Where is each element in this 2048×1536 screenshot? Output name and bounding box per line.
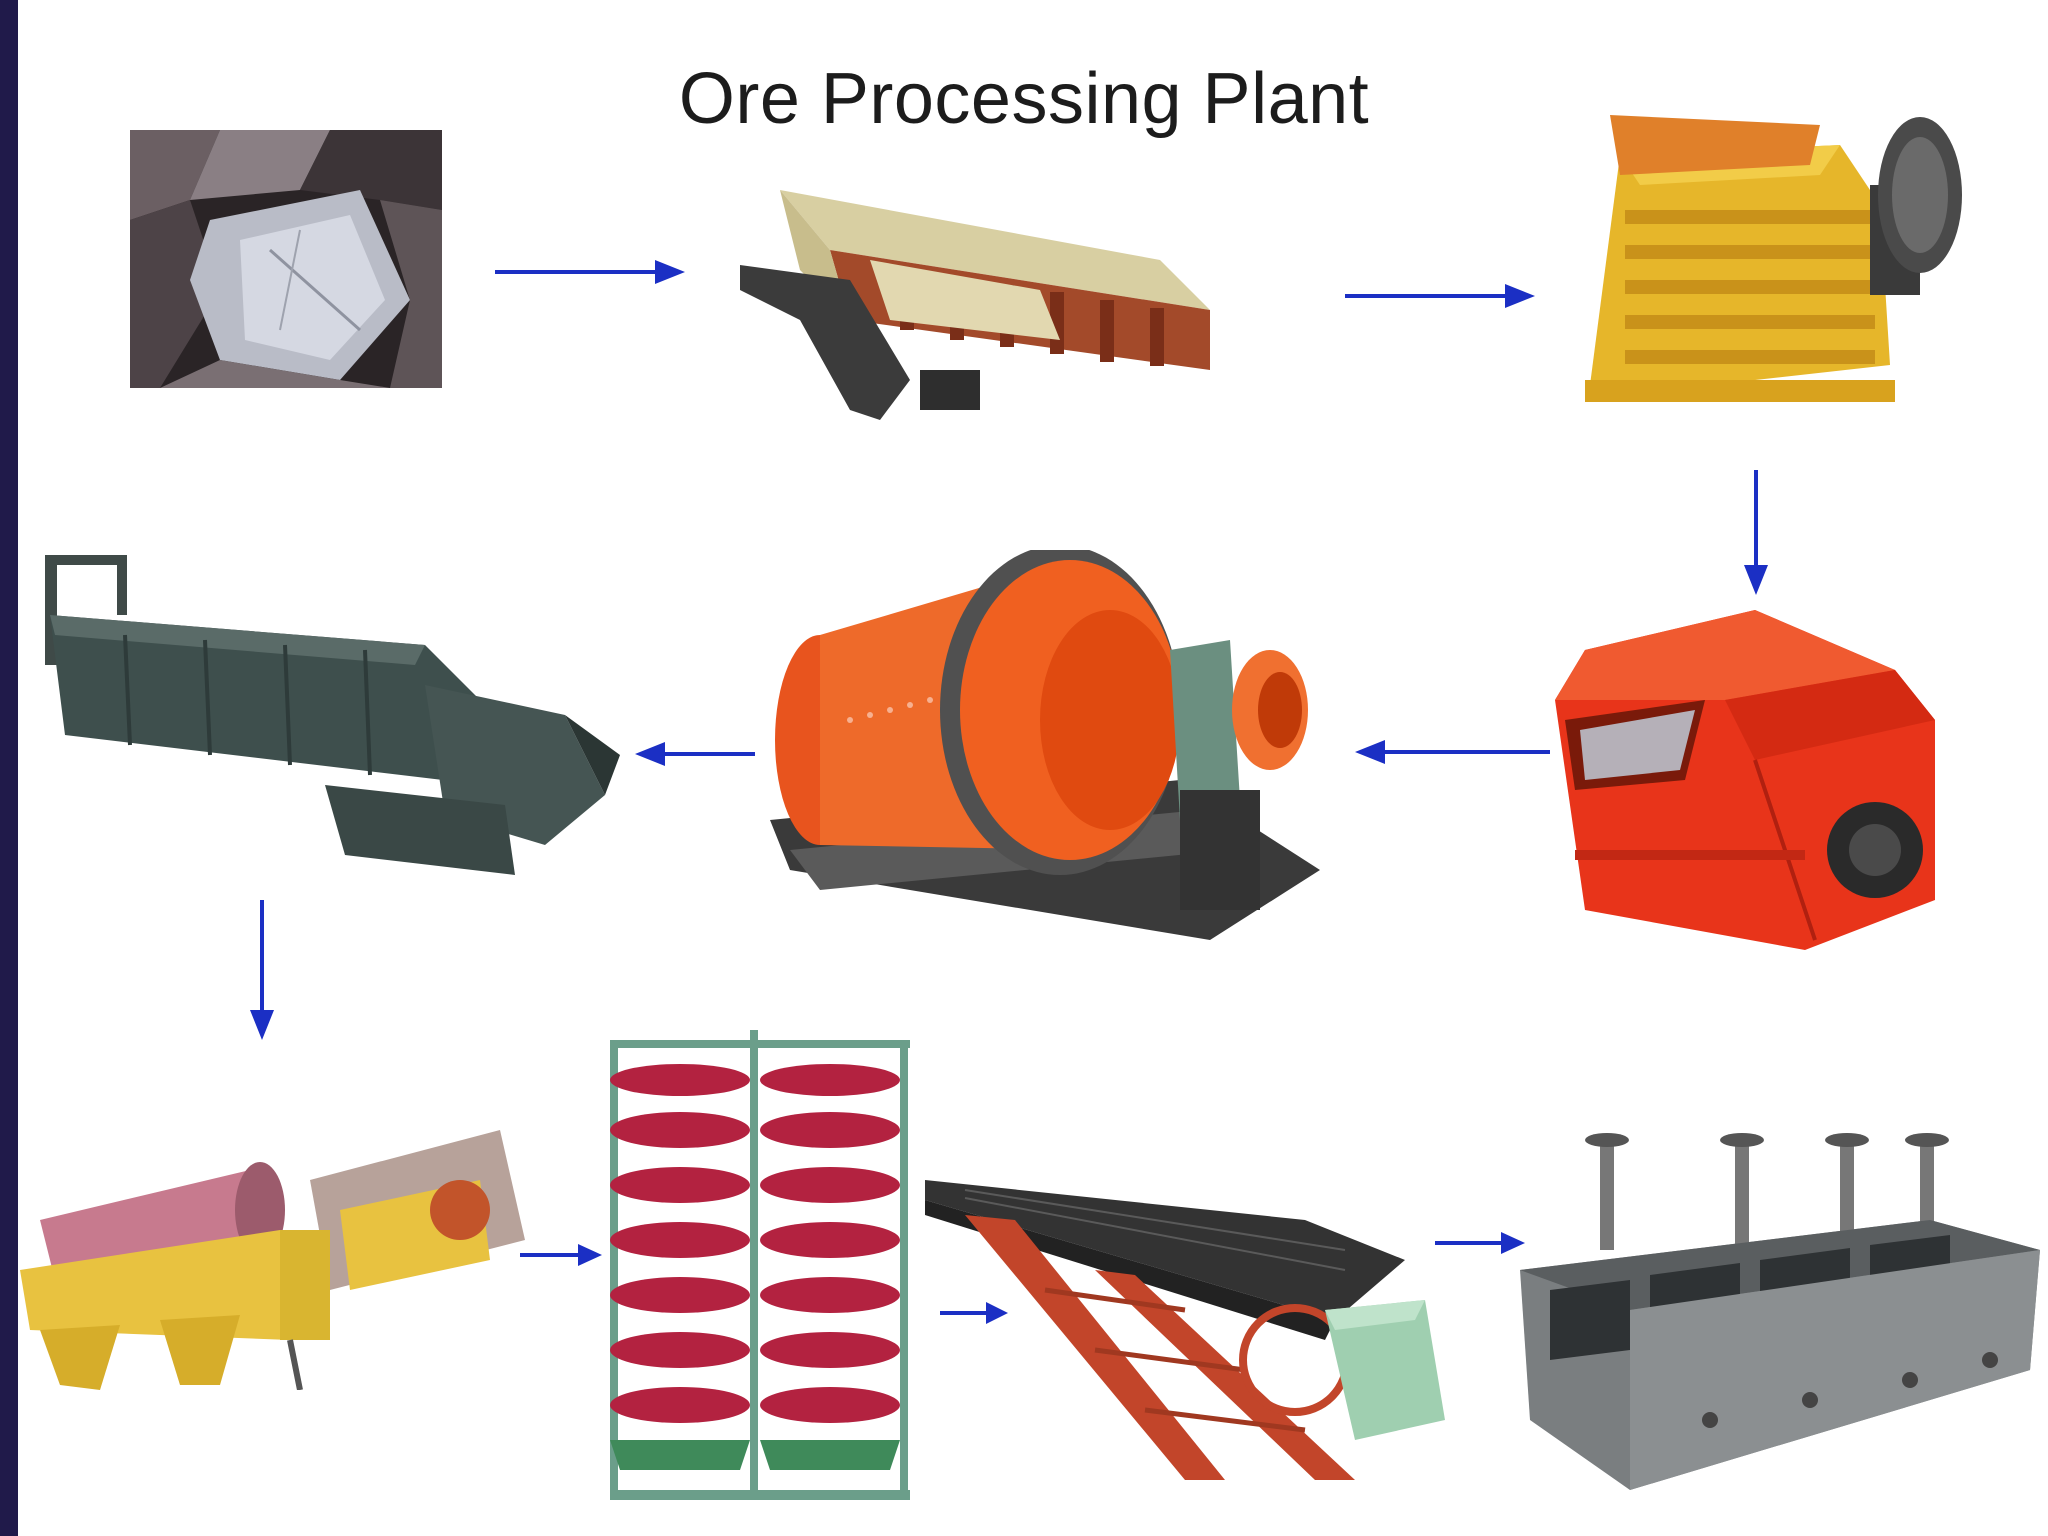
flow-arrow-right (1435, 1230, 1525, 1256)
flow-arrow-right (495, 258, 685, 286)
flow-arrow-down (248, 900, 276, 1040)
flow-arrow-right (1345, 282, 1535, 310)
raw-ore-icon (130, 130, 442, 388)
drum-separator-icon (20, 1100, 525, 1390)
impact-crusher-icon (1555, 610, 1945, 960)
flotation-machine-icon (1510, 1120, 2040, 1510)
vibrating-feeder-icon (740, 170, 1260, 430)
flow-arrow-right (520, 1242, 602, 1268)
flow-arrow-left (635, 740, 755, 768)
spiral-chute-icon (600, 1030, 920, 1510)
left-border (0, 0, 18, 1536)
flow-arrow-right (940, 1300, 1008, 1326)
flow-arrow-down (1742, 470, 1770, 595)
flow-arrow-left (1355, 738, 1550, 766)
spiral-classifier-icon (45, 555, 625, 875)
jaw-crusher-icon (1580, 115, 1970, 410)
shaking-table-icon (925, 1160, 1450, 1490)
ball-mill-icon (760, 550, 1340, 955)
diagram-title: Ore Processing Plant (678, 59, 1370, 139)
